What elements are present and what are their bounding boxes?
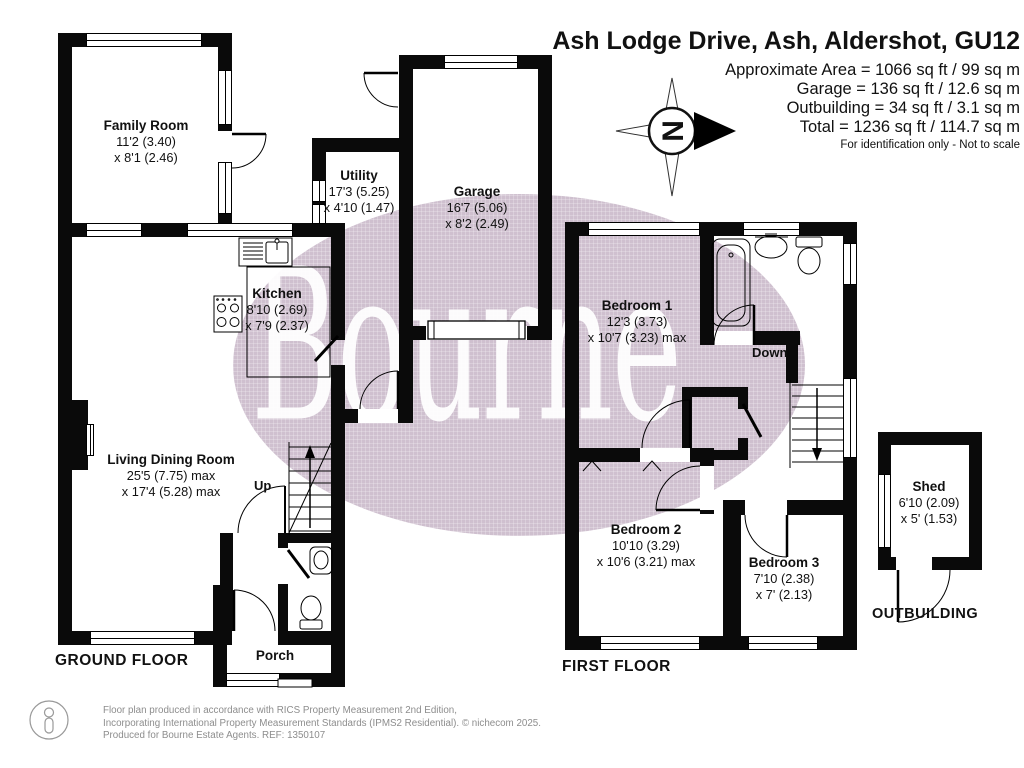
wall-segment	[538, 55, 552, 340]
window	[86, 223, 142, 237]
wall-segment	[682, 387, 692, 460]
area-line-total: Total = 1236 sq ft / 114.7 sq m	[799, 118, 1020, 136]
wc-basin-icon	[309, 546, 333, 575]
wall-segment	[700, 222, 714, 345]
stairs-up-label: Up	[254, 478, 272, 493]
footer-line-3: Produced for Bourne Estate Agents. REF: …	[103, 730, 326, 741]
area-line-garage: Garage = 136 sq ft / 12.6 sq m	[796, 80, 1020, 98]
wall-opening	[358, 409, 398, 423]
door-arcs	[231, 71, 951, 632]
wall-opening	[640, 448, 690, 462]
window	[878, 474, 891, 548]
bathroom-toilet-icon	[795, 236, 823, 275]
room-label-utility: Utility 17'3 (5.25) x 4'10 (1.47)	[323, 168, 395, 215]
window	[312, 180, 326, 202]
room-label-living-dining: Living Dining Room 25'5 (7.75) max x 17'…	[107, 452, 235, 499]
window	[444, 55, 518, 69]
stairs-down-icon	[789, 380, 843, 468]
compass-north-letter: N	[656, 120, 689, 142]
window	[588, 222, 700, 236]
area-line-approx: Approximate Area = 1066 sq ft / 99 sq m	[725, 61, 1020, 79]
room-label-family-room: Family Room 11'2 (3.40) x 8'1 (2.46)	[103, 118, 189, 165]
wall-segment	[786, 345, 798, 383]
compass-icon: N	[615, 77, 736, 197]
porch-step	[277, 678, 313, 688]
wall-segment	[723, 500, 741, 636]
person-icon	[29, 700, 69, 740]
wall-segment	[278, 543, 288, 631]
wall-segment	[969, 432, 982, 570]
footer-line-1: Floor plan produced in accordance with R…	[103, 705, 457, 716]
floor-label-first: FIRST FLOOR	[562, 658, 671, 675]
wall-opening	[896, 557, 932, 570]
wardrobe-icon	[582, 460, 662, 472]
compass-arrow	[694, 112, 736, 150]
wall-opening	[700, 466, 714, 510]
wall-segment	[682, 387, 748, 397]
wall-opening	[278, 548, 288, 584]
room-label-porch: Porch	[255, 648, 295, 663]
room-label-bedroom1: Bedroom 1 12'3 (3.73) x 10'7 (3.23) max	[587, 298, 687, 345]
wc-toilet-icon	[299, 595, 323, 630]
room-label-bedroom2: Bedroom 2 10'10 (3.29) x 10'6 (3.21) max	[596, 522, 696, 569]
area-line-outbuilding: Outbuilding = 34 sq ft / 3.1 sq m	[786, 99, 1020, 117]
wall-segment	[331, 237, 345, 340]
room-label-shed: Shed 6'10 (2.09) x 5' (1.53)	[898, 479, 960, 526]
floor-label-ground: GROUND FLOOR	[55, 652, 189, 669]
stairs-up-icon	[288, 442, 332, 535]
window	[218, 70, 232, 125]
wall-segment	[312, 138, 413, 152]
kitchen-sink-icon	[238, 237, 293, 267]
wall-opening	[232, 631, 278, 645]
room-label-kitchen: Kitchen 8'10 (2.69) x 7'9 (2.37)	[245, 286, 309, 333]
garage-door	[427, 320, 526, 340]
floor-label-outbuilding: OUTBUILDING	[872, 606, 979, 622]
window	[187, 223, 293, 237]
wall-segment	[878, 432, 982, 445]
wall-segment	[738, 387, 748, 409]
wall-segment	[278, 533, 345, 543]
wall-segment	[331, 365, 345, 423]
wall-opening	[714, 331, 754, 345]
wall-segment	[565, 222, 579, 650]
wall-opening	[745, 500, 787, 515]
bathroom-sink-icon	[754, 233, 788, 259]
window	[600, 636, 700, 650]
stairs-down-label: Down	[752, 345, 788, 360]
wall-segment	[58, 400, 88, 470]
room-label-bedroom3: Bedroom 3 7'10 (2.38) x 7' (2.13)	[748, 555, 820, 602]
window	[86, 33, 202, 47]
window	[90, 631, 195, 645]
wall-opening	[218, 131, 232, 167]
window	[218, 162, 232, 214]
room-label-garage: Garage 16'7 (5.06) x 8'2 (2.49)	[445, 184, 509, 231]
disclaimer-text: For identification only - Not to scale	[840, 139, 1020, 151]
bathtub-icon	[711, 238, 751, 327]
window	[86, 424, 94, 456]
wall-segment	[220, 533, 233, 631]
window	[312, 204, 326, 224]
window	[843, 243, 857, 285]
wall-segment	[682, 450, 748, 460]
window	[843, 378, 857, 458]
page-title: Ash Lodge Drive, Ash, Aldershot, GU12	[552, 27, 1020, 55]
window	[748, 636, 818, 650]
window	[743, 222, 800, 236]
footer-line-2: Incorporating International Property Mea…	[103, 717, 541, 729]
watermark-text: Bourne	[251, 225, 682, 470]
wall-segment	[738, 438, 748, 460]
stove-icon	[213, 295, 243, 333]
wall-segment	[58, 33, 72, 237]
kitchen-counter-outline	[246, 266, 331, 378]
